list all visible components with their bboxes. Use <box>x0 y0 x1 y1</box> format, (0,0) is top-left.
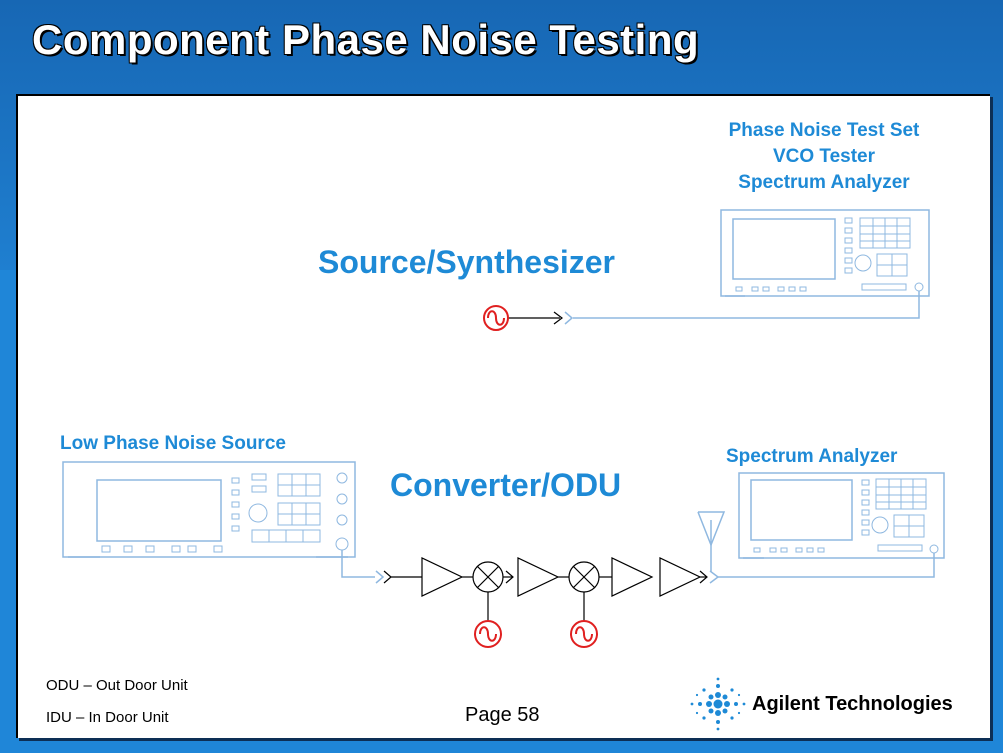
idu-note: IDU – In Door Unit <box>46 709 169 726</box>
content-panel <box>16 94 990 738</box>
lower-cables <box>341 550 935 584</box>
brand-name: Agilent Technologies <box>752 693 953 715</box>
amplifier-icon <box>611 557 654 597</box>
low-phase-noise-source-label: Low Phase Noise Source <box>60 433 286 454</box>
odu-note: ODU – Out Door Unit <box>46 677 188 694</box>
mixer-icon <box>568 561 600 593</box>
mixer-icon <box>472 561 504 593</box>
signal-generator-icon <box>62 461 356 558</box>
slide-title: Component Phase Noise Testing <box>32 16 700 63</box>
spectrum-analyzer-label: Spectrum Analyzer <box>726 446 898 467</box>
converter-chain <box>383 557 708 621</box>
upper-instrument-label-1: Phase Noise Test Set <box>728 120 920 141</box>
source-synthesizer-label: Source/Synthesizer <box>318 244 615 280</box>
signal-source-icon <box>570 620 598 648</box>
signal-source-icon <box>483 305 509 331</box>
amplifier-icon <box>517 557 560 597</box>
page-number: Page 58 <box>465 704 540 726</box>
amplifier-icon <box>659 557 702 597</box>
upper-instrument-label-3: Spectrum Analyzer <box>738 172 910 193</box>
signal-source-icon <box>474 620 502 648</box>
upper-instrument-label-2: VCO Tester <box>772 146 876 167</box>
amplifier-icon <box>421 557 464 597</box>
antenna-icon <box>697 511 726 572</box>
converter-odu-label: Converter/ODU <box>390 467 622 503</box>
agilent-logo-icon <box>690 677 746 731</box>
phase-noise-test-set-icon <box>720 209 930 297</box>
spectrum-analyzer-icon <box>738 472 945 559</box>
upper-signal-path <box>508 291 920 325</box>
